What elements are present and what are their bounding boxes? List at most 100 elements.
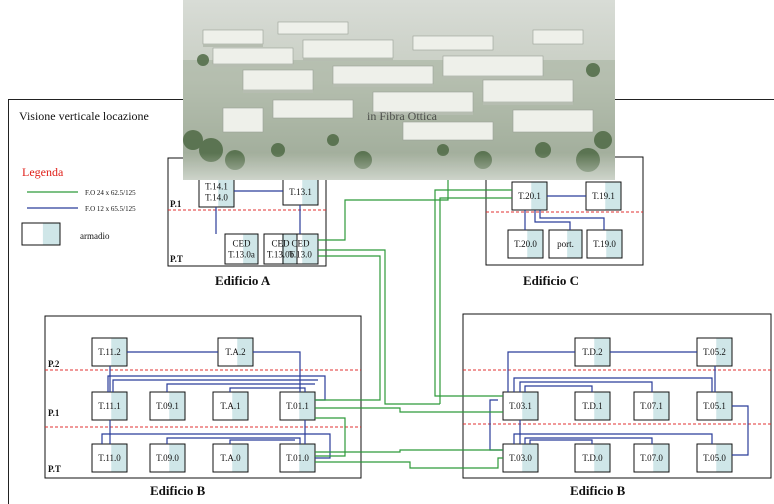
- cabinet-shade: [169, 444, 185, 472]
- cabinet-label: T.20.1: [518, 191, 541, 201]
- cabinet-shade: [232, 444, 248, 472]
- cabinet-label-line: T.03.0: [509, 453, 532, 463]
- cabinet-shade: [111, 392, 127, 420]
- cabinet-label-line: T.A.2: [225, 347, 245, 357]
- cabinet-shade: [111, 444, 127, 472]
- building-a-name: Edificio A: [215, 273, 271, 288]
- cabinet-label-line: T.05.0: [703, 453, 726, 463]
- legend-green-label: F.O 24 x 62.5/125: [85, 189, 136, 197]
- cabinet-shade: [716, 392, 732, 420]
- cabinet-label: T.05.2: [703, 347, 726, 357]
- cabinet-label-line: CED: [272, 239, 291, 249]
- cabinet-br-8: T.07.0: [633, 443, 670, 473]
- cabinet-label-line: T.09.1: [156, 401, 179, 411]
- cabinet-label-line: T.13.0b: [267, 250, 295, 260]
- green-bl-br-p1: [315, 407, 503, 413]
- link-br-030-070: [524, 437, 653, 444]
- cabinet-label-line: T.11.1: [98, 401, 121, 411]
- cabinet-label: T.05.1: [703, 401, 726, 411]
- cabinet-bl-6: T.11.0: [91, 443, 128, 473]
- building-b-left-floor-pt: P.T: [48, 464, 61, 474]
- cabinet-label: T.11.0: [98, 453, 121, 463]
- cabinet-label-line: CED: [292, 239, 311, 249]
- cabinet-label: T.A.1: [220, 401, 240, 411]
- cabinet-shade: [716, 338, 732, 366]
- cabinet-bl-8: T.A.0: [212, 443, 249, 473]
- legend-cabinet: [21, 222, 61, 246]
- campus-aerial-photo: [183, 0, 615, 180]
- green-bl-br-pt-2: [315, 457, 503, 469]
- cabinet-bl-1: T.A.2: [217, 337, 254, 367]
- cabinet-label: T.03.0: [509, 453, 532, 463]
- legend-cabinet-label: armadio: [80, 231, 110, 241]
- cabinet-label: T.A.2: [225, 347, 245, 357]
- cabinet-label-line: T.05.2: [703, 347, 726, 357]
- cabinet-shade: [606, 230, 622, 258]
- legend-title: Legenda: [22, 165, 64, 179]
- cabinet-bl-0: T.11.2: [91, 337, 128, 367]
- cabinet-outline: [279, 391, 316, 421]
- cabinet-shade: [531, 182, 547, 210]
- cabinet-shade: [299, 392, 315, 420]
- cabinet-label-line: T.20.0: [514, 239, 537, 249]
- cabinet-label: T.D.0: [582, 453, 603, 463]
- cabinet-shade: [594, 392, 610, 420]
- cabinet-label: T.19.1: [592, 191, 615, 201]
- link-bl-111-011-top2: [112, 379, 318, 392]
- cabinet-br-6: T.03.0: [502, 443, 539, 473]
- green-a-to-bl-p1: [315, 255, 381, 401]
- cabinet-label: T.07.0: [640, 453, 663, 463]
- cabinet-shade: [243, 234, 258, 264]
- link-br-031-d1: [524, 385, 593, 392]
- link-br-051-050: [732, 405, 749, 456]
- green-c-to-br-p1: [434, 189, 512, 397]
- cabinet-br-0: T.D.2: [574, 337, 611, 367]
- link-bl-110-010: [101, 433, 331, 459]
- cabinet-shade: [594, 338, 610, 366]
- cabinet-label-line: T.14.1: [205, 182, 228, 192]
- cabinet-label: T.11.2: [98, 347, 121, 357]
- cabinet-label-line: T.09.0: [156, 453, 179, 463]
- cabinet-label: T.D.2: [582, 347, 602, 357]
- cabinet-shade: [527, 230, 543, 258]
- cabinet-shade: [232, 392, 248, 420]
- link-c-19: [539, 210, 605, 230]
- cabinet-shade: [522, 444, 538, 472]
- link-bl-ta1-011: [229, 387, 306, 392]
- cabinet-br-4: T.07.1: [633, 391, 670, 421]
- cabinet-label-line: T.07.1: [640, 401, 663, 411]
- link-bl-ta2-011: [253, 351, 301, 392]
- cabinet-label-line: T.13.0: [289, 250, 312, 260]
- cabinet-label: T.07.1: [640, 401, 663, 411]
- cabinet-br-5: T.05.1: [696, 391, 733, 421]
- cabinet-label-line: T.03.1: [509, 401, 532, 411]
- cabinet-t20-0: T.20.0: [507, 229, 544, 259]
- cabinet-label: T.03.1: [509, 401, 532, 411]
- cabinet-label: T.A.0: [220, 453, 241, 463]
- cabinet-label-line: T.19.0: [593, 239, 616, 249]
- cabinet-shade: [302, 234, 318, 264]
- cabinet-shade: [594, 444, 610, 472]
- cabinet-bl-9: T.01.0: [279, 443, 316, 473]
- cabinet-t13-1: T.13.1: [282, 178, 319, 206]
- link-br-030-050: [513, 433, 713, 444]
- cabinet-label-line: T.07.0: [640, 453, 663, 463]
- cabinet-br-1: T.05.2: [696, 337, 733, 367]
- cabinet-t19-0: T.19.0: [586, 229, 623, 259]
- cabinet-bl-5: T.01.1: [279, 391, 316, 421]
- link-br-031-030: [489, 399, 503, 451]
- cabinet-label-line: T.11.0: [98, 453, 121, 463]
- green-c-to-br-p1b: [439, 197, 512, 404]
- cabinet-label-line: T.01.0: [286, 453, 309, 463]
- cabinet-label-line: T.A.0: [220, 453, 241, 463]
- building-b-left-floor-p2: P.2: [48, 359, 60, 369]
- link-br-031-051-top: [513, 377, 713, 392]
- cabinet-label-line: T.D.1: [582, 401, 602, 411]
